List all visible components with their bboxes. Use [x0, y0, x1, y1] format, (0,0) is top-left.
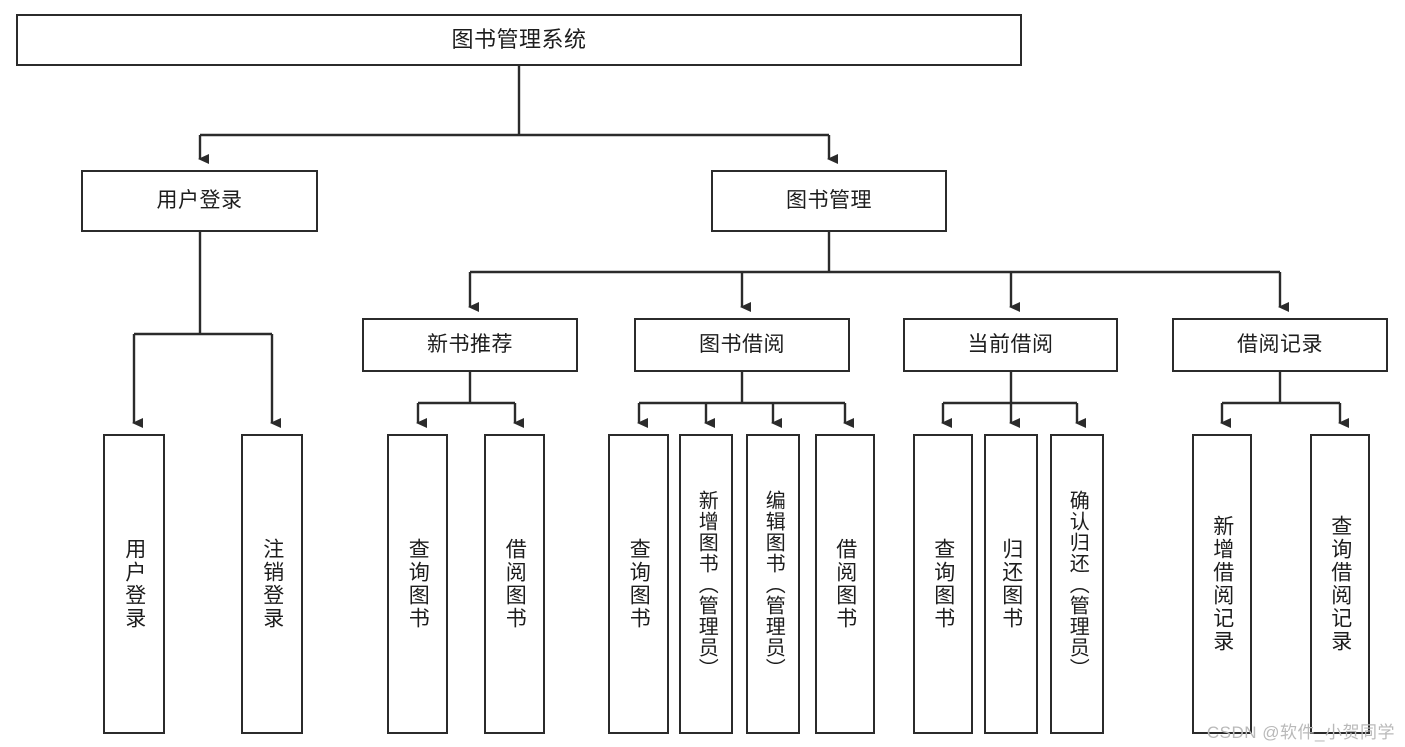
node-leaf-query-1[interactable]: 查询图书 — [387, 434, 448, 734]
watermark-text: CSDN @软件_小贺同学 — [1206, 723, 1395, 742]
node-label: 查询图书 — [931, 538, 955, 630]
node-label: 借阅图书 — [833, 538, 857, 630]
node-label: 当前借阅 — [967, 332, 1054, 356]
node-leaf-query-2[interactable]: 查询图书 — [608, 434, 669, 734]
node-new-book-rec[interactable]: 新书推荐 — [362, 318, 578, 372]
node-user-login[interactable]: 用户登录 — [81, 170, 318, 232]
node-label: 注销登录 — [260, 538, 284, 630]
node-leaf-logout[interactable]: 注销登录 — [241, 434, 303, 734]
node-leaf-query-rec[interactable]: 查询借阅记录 — [1310, 434, 1370, 734]
node-leaf-borrow-1[interactable]: 借阅图书 — [484, 434, 545, 734]
node-label: 归还图书 — [999, 538, 1023, 630]
node-label: 用户登录 — [156, 188, 243, 212]
node-label: 图书管理系统 — [451, 27, 587, 53]
node-label: 新书推荐 — [427, 332, 513, 356]
node-label: 确认归还（管理员） — [1066, 489, 1089, 679]
node-label: 查询借阅记录 — [1328, 515, 1352, 653]
node-root[interactable]: 图书管理系统 — [16, 14, 1022, 66]
node-label: 查询图书 — [627, 538, 651, 630]
node-label: 图书借阅 — [699, 332, 785, 356]
node-label: 查询图书 — [406, 538, 430, 630]
node-leaf-borrow-2[interactable]: 借阅图书 — [815, 434, 875, 734]
node-label: 图书管理 — [786, 188, 872, 212]
node-leaf-confirm[interactable]: 确认归还（管理员） — [1050, 434, 1104, 734]
node-label: 新增图书（管理员） — [695, 489, 718, 679]
node-book-manage[interactable]: 图书管理 — [711, 170, 947, 232]
node-leaf-query-3[interactable]: 查询图书 — [913, 434, 973, 734]
node-book-borrow[interactable]: 图书借阅 — [634, 318, 850, 372]
node-leaf-add-rec[interactable]: 新增借阅记录 — [1192, 434, 1252, 734]
node-borrow-record[interactable]: 借阅记录 — [1172, 318, 1388, 372]
node-leaf-add-book[interactable]: 新增图书（管理员） — [679, 434, 733, 734]
node-leaf-return[interactable]: 归还图书 — [984, 434, 1038, 734]
node-leaf-edit-book[interactable]: 编辑图书（管理员） — [746, 434, 800, 734]
node-label: 新增借阅记录 — [1210, 515, 1234, 653]
node-current-borrow[interactable]: 当前借阅 — [903, 318, 1118, 372]
node-label: 编辑图书（管理员） — [762, 489, 785, 679]
node-label: 借阅记录 — [1237, 332, 1323, 356]
node-label: 借阅图书 — [503, 538, 527, 630]
node-label: 用户登录 — [122, 538, 146, 630]
node-leaf-user-login[interactable]: 用户登录 — [103, 434, 165, 734]
